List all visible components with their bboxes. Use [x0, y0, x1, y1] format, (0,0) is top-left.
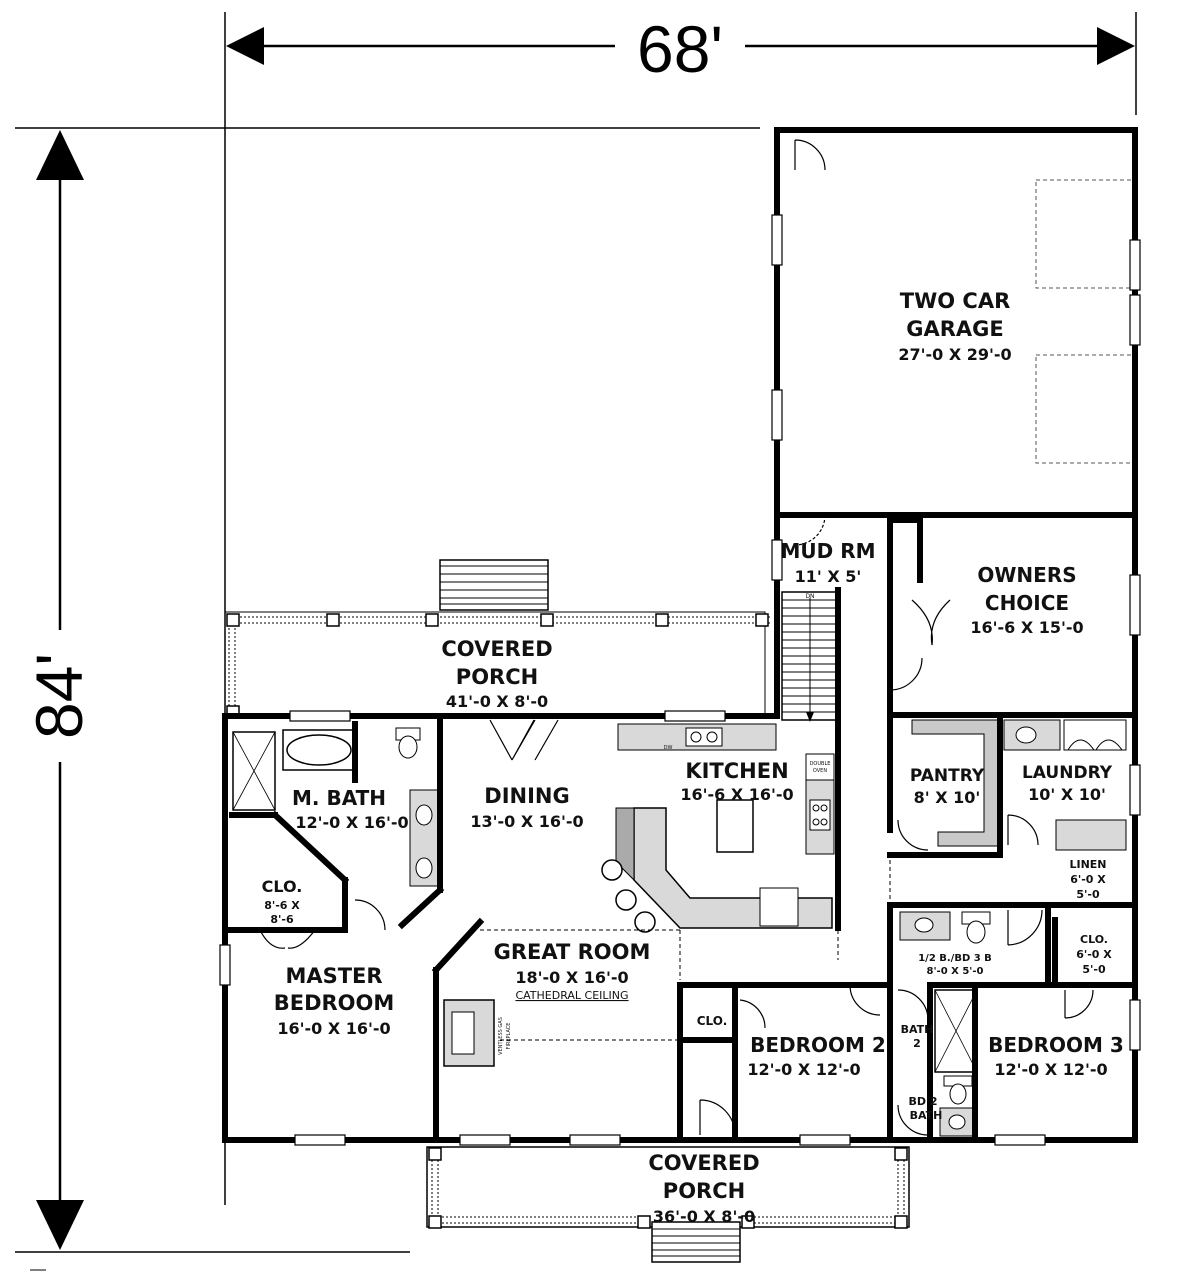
- garage-door-markers: [1035, 179, 1135, 464]
- doors: [259, 139, 1094, 1136]
- double-oven-label-2: OVEN: [813, 768, 827, 774]
- master-bath-label: M. BATH: [292, 786, 386, 810]
- master-closet-size-2: 8'-6: [270, 913, 294, 926]
- master-bedroom-label: MASTER: [285, 964, 382, 988]
- room-bath-2: BATH 2: [901, 1023, 934, 1050]
- bedroom-3-size: 12'-0 X 12'-0: [994, 1060, 1107, 1079]
- mudroom-label: MUD RM: [780, 539, 875, 563]
- arrow-down-icon: [36, 1200, 84, 1250]
- room-master-bath: M. BATH 12'-0 X 16'-0: [292, 786, 409, 832]
- depth-dimension-label: 84': [22, 653, 96, 739]
- master-bedroom-label-2: BEDROOM: [274, 991, 395, 1015]
- room-closet-b3: CLO. 6'-0 X 5'-0: [1076, 933, 1112, 976]
- kitchen-size: 16'-6 X 16'-0: [680, 785, 793, 804]
- fireplace-label-2: FIREPLACE: [506, 1023, 512, 1050]
- linen-size-2: 5'-0: [1076, 888, 1100, 901]
- front-porch: [426, 1146, 910, 1263]
- owners-choice-size: 16'-6 X 15'-0: [970, 618, 1083, 637]
- arrow-up-icon: [36, 130, 84, 180]
- master-bath-fixtures: [232, 727, 439, 887]
- bd2-bath-label-2: BATH: [910, 1109, 943, 1122]
- rear-porch: [224, 559, 772, 719]
- room-kitchen: KITCHEN 16'-6 X 16'-0: [680, 759, 793, 804]
- room-rear-porch: COVERED PORCH 41'-0 X 8'-0: [441, 637, 552, 711]
- garage-label-2: GARAGE: [906, 317, 1004, 341]
- windows: [219, 214, 1141, 1146]
- front-steps: [651, 1221, 741, 1263]
- room-bd2-bath: BD 2 BATH: [909, 1095, 943, 1122]
- pantry-size: 8' X 10': [914, 788, 981, 807]
- closet-b3-size-2: 5'-0: [1082, 963, 1106, 976]
- rear-porch-label-2: PORCH: [456, 665, 538, 689]
- width-dimension-label: 68': [637, 12, 723, 86]
- rear-porch-label: COVERED: [441, 637, 552, 661]
- room-owners-choice: OWNERS CHOICE 16'-6 X 15'-0: [970, 563, 1083, 637]
- owners-choice-label-2: CHOICE: [985, 591, 1069, 615]
- laundry-label: LAUNDRY: [1022, 763, 1113, 783]
- master-closet-size: 8'-6 X: [264, 899, 300, 912]
- fireplace: VENTLESS GAS FIREPLACE: [443, 999, 512, 1067]
- room-pantry: PANTRY 8' X 10': [910, 766, 985, 807]
- great-room-label: GREAT ROOM: [494, 940, 651, 964]
- bd2-bath-label: BD 2: [909, 1095, 938, 1108]
- room-great-room: GREAT ROOM 18'-0 X 16'-0 CATHEDRAL CEILI…: [494, 940, 651, 1002]
- kitchen-counters: DW DOUBLE OVEN: [601, 723, 835, 933]
- dimension-depth: 84': [15, 127, 760, 1271]
- front-porch-label: COVERED: [648, 1151, 759, 1175]
- pantry-label: PANTRY: [910, 766, 985, 786]
- laundry-fixtures: [899, 719, 1127, 944]
- bath-2-label: BATH: [901, 1023, 934, 1036]
- dining-size: 13'-0 X 16'-0: [470, 812, 583, 831]
- room-closet-b2: CLO.: [697, 1014, 728, 1028]
- bedroom-2-label: BEDROOM 2: [750, 1033, 886, 1057]
- mudroom-size: 11' X 5': [795, 567, 862, 586]
- stair-down-label: DN: [805, 593, 814, 600]
- master-bedroom-size: 16'-0 X 16'-0: [277, 1019, 390, 1038]
- linen-label: LINEN: [1069, 858, 1106, 871]
- closet-b3-label: CLO.: [1080, 933, 1108, 946]
- room-mudroom: MUD RM 11' X 5': [780, 539, 875, 586]
- bedroom-2-size: 12'-0 X 12'-0: [747, 1060, 860, 1079]
- room-laundry: LAUNDRY 10' X 10': [1022, 763, 1113, 804]
- room-bedroom-3: BEDROOM 3 12'-0 X 12'-0: [988, 1033, 1124, 1079]
- double-oven-label: DOUBLE: [810, 761, 831, 767]
- garage-size: 27'-0 X 29'-0: [898, 345, 1011, 364]
- bedroom-3-label: BEDROOM 3: [988, 1033, 1124, 1057]
- front-porch-size: 36'-0 X 8'-0: [653, 1207, 755, 1226]
- bath-2-label-2: 2: [913, 1037, 921, 1050]
- garage-label: TWO CAR: [900, 289, 1011, 313]
- great-room-size: 18'-0 X 16'-0: [515, 968, 628, 987]
- arrow-left-icon: [226, 27, 264, 65]
- arrow-right-icon: [1097, 27, 1135, 65]
- dishwasher-label: DW: [664, 745, 673, 751]
- dining-label: DINING: [484, 784, 569, 808]
- room-master-bedroom: MASTER BEDROOM 16'-0 X 16'-0: [274, 964, 395, 1038]
- master-closet-label: CLO.: [262, 877, 303, 896]
- half-bath-size: 8'-0 X 5'-0: [927, 966, 984, 977]
- rear-porch-size: 41'-0 X 8'-0: [446, 692, 548, 711]
- half-bath-label: 1/2 B./BD 3 B: [918, 953, 992, 964]
- room-bedroom-2: BEDROOM 2 12'-0 X 12'-0: [747, 1033, 886, 1079]
- room-half-bath: 1/2 B./BD 3 B 8'-0 X 5'-0: [918, 953, 992, 977]
- closet-b2-label: CLO.: [697, 1014, 728, 1028]
- owners-choice-label: OWNERS: [977, 563, 1076, 587]
- room-dining: DINING 13'-0 X 16'-0: [470, 784, 583, 831]
- room-garage: TWO CAR GARAGE 27'-0 X 29'-0: [898, 289, 1011, 364]
- open-plan-boundaries: [480, 860, 891, 1041]
- kitchen-label: KITCHEN: [685, 759, 788, 783]
- linen-size: 6'-0 X: [1070, 873, 1106, 886]
- great-room-note: CATHEDRAL CEILING: [515, 989, 628, 1002]
- master-bath-size: 12'-0 X 16'-0: [295, 813, 408, 832]
- room-front-porch: COVERED PORCH 36'-0 X 8'-0: [648, 1151, 759, 1226]
- closet-b3-size: 6'-0 X: [1076, 948, 1112, 961]
- front-porch-label-2: PORCH: [663, 1179, 745, 1203]
- bath2-fixtures: [934, 989, 978, 1137]
- room-linen: LINEN 6'-0 X 5'-0: [1069, 858, 1106, 901]
- staircase: DN: [781, 591, 839, 722]
- laundry-size: 10' X 10': [1028, 785, 1106, 804]
- fireplace-label: VENTLESS GAS: [498, 1017, 504, 1055]
- room-master-closet: CLO. 8'-6 X 8'-6: [262, 877, 303, 926]
